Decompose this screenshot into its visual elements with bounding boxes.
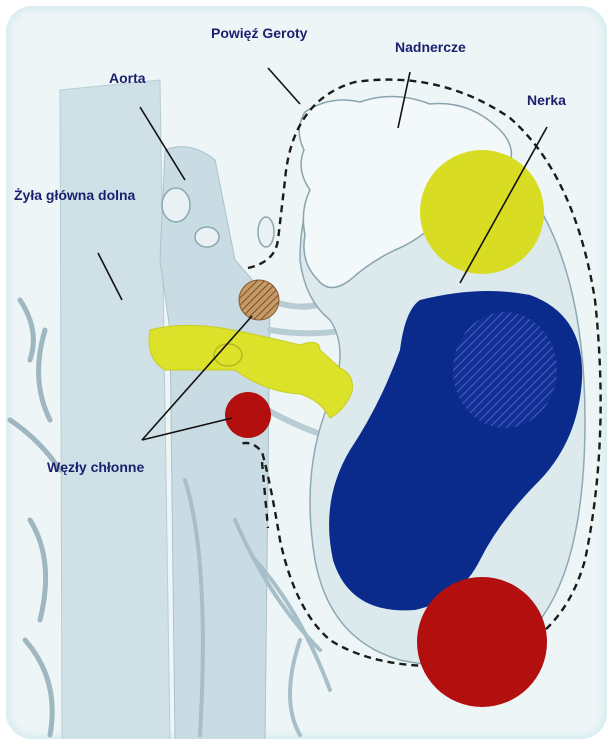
adrenal-tumor bbox=[420, 150, 544, 274]
anatomy-illustration bbox=[6, 6, 607, 739]
lymph-node-small-red bbox=[225, 392, 271, 438]
lymph-node-hatched bbox=[239, 280, 279, 320]
lymph-node-large-red bbox=[417, 577, 547, 707]
leader-gerota bbox=[268, 68, 300, 104]
label-gerota-fascia: Powięź Geroty bbox=[211, 25, 307, 41]
inferior-vena-cava-shape bbox=[60, 80, 170, 739]
vessel-opening-2 bbox=[195, 227, 219, 247]
diagram-frame: Powięź Geroty Nadnercze Aorta Nerka Żyła… bbox=[6, 6, 607, 739]
label-adrenal-gland: Nadnercze bbox=[395, 39, 466, 55]
kidney-tumor-hatched-area bbox=[453, 312, 557, 428]
vessel-opening-3 bbox=[258, 217, 274, 247]
label-kidney: Nerka bbox=[527, 92, 566, 108]
left-branches bbox=[10, 300, 60, 735]
label-aorta: Aorta bbox=[109, 70, 146, 86]
label-inferior-vena-cava: Żyła główna dolna bbox=[14, 187, 135, 203]
vessel-opening-1 bbox=[162, 188, 190, 222]
label-lymph-nodes: Węzły chłonne bbox=[47, 459, 144, 475]
